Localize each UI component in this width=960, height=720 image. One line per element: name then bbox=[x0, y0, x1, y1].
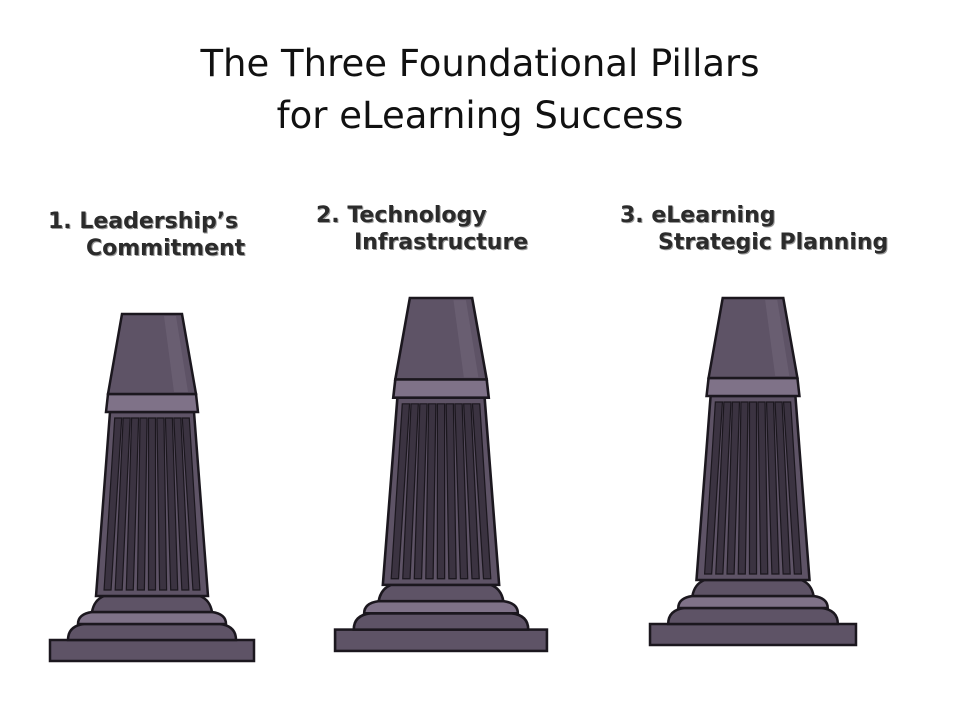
pillar-flute bbox=[471, 403, 492, 580]
pillar-2-number: 2. bbox=[316, 203, 340, 228]
pillar-2-label: 2. Technology Infrastructure bbox=[316, 202, 528, 256]
pillar-flute bbox=[715, 401, 732, 575]
pillar-shaft-highlight bbox=[453, 300, 479, 378]
pillar-base-upper bbox=[377, 583, 505, 603]
pillar-shaft-highlight bbox=[765, 300, 790, 376]
pillar-shaft-highlight bbox=[164, 316, 188, 392]
pillar-flute bbox=[125, 417, 140, 591]
pillar-flute bbox=[114, 417, 131, 591]
pillar-base-upper bbox=[90, 594, 214, 614]
pillar-flute bbox=[136, 417, 148, 591]
pillar-flute bbox=[774, 401, 791, 575]
pillar-2-label-line-1: Technology bbox=[347, 203, 487, 228]
pillar-3-column-icon bbox=[648, 296, 858, 647]
pillar-shaft bbox=[393, 296, 489, 381]
pillar-3-label: 3. eLearning Strategic Planning bbox=[620, 202, 888, 256]
slide-title: The Three Foundational Pillars for eLear… bbox=[0, 38, 960, 142]
pillar-flute bbox=[436, 403, 446, 580]
title-line-2: for eLearning Success bbox=[276, 94, 684, 137]
pillar-1-label: 1. Leadership’s Commitment bbox=[48, 208, 245, 262]
pillar-flute bbox=[181, 417, 201, 591]
pillar-plinth bbox=[648, 622, 858, 647]
pillar-collar bbox=[104, 392, 200, 414]
pillar-2-column-icon bbox=[333, 296, 549, 653]
pillar-3-number: 3. bbox=[620, 203, 644, 228]
pillar-base-lower bbox=[666, 606, 840, 626]
pillar-flute bbox=[703, 401, 724, 575]
pillar-flute bbox=[454, 403, 469, 580]
pillar-3-label-line-1: eLearning bbox=[651, 203, 776, 228]
pillar-plinth bbox=[48, 638, 256, 663]
pillar-flute bbox=[390, 403, 411, 580]
pillar-flute bbox=[173, 417, 190, 591]
pillar-base-torus bbox=[76, 610, 228, 626]
pillar-base-torus bbox=[362, 599, 520, 615]
pillar-flute bbox=[147, 417, 157, 591]
pillar-1-number: 1. bbox=[48, 209, 72, 234]
pillar-flute bbox=[103, 417, 123, 591]
pillar-flute bbox=[726, 401, 741, 575]
pillar-flute bbox=[737, 401, 749, 575]
pillar-flute bbox=[402, 403, 419, 580]
pillar-shaft bbox=[106, 312, 198, 396]
pillar-collar bbox=[391, 378, 491, 399]
pillar-plinth bbox=[333, 628, 549, 653]
pillar-flute bbox=[156, 417, 168, 591]
pillar-base-lower bbox=[352, 612, 530, 631]
pillar-1-column-icon bbox=[48, 312, 256, 663]
pillar-2-label-line-2: Infrastructure bbox=[354, 230, 529, 255]
title-line-1: The Three Foundational Pillars bbox=[200, 42, 760, 85]
pillar-3-label-line-2: Strategic Planning bbox=[658, 230, 889, 255]
pillar-flute bbox=[463, 403, 480, 580]
pillar-flute bbox=[748, 401, 758, 575]
pillar-flute bbox=[413, 403, 428, 580]
pillar-shaft bbox=[707, 296, 799, 380]
pillar-base-lower bbox=[66, 622, 238, 642]
pillar-flute bbox=[445, 403, 457, 580]
pillar-flute bbox=[425, 403, 437, 580]
pillar-base-torus bbox=[677, 594, 829, 610]
pillar-1-label-line-1: Leadership’s bbox=[79, 209, 239, 234]
pillar-flute bbox=[765, 401, 780, 575]
pillar-flute bbox=[757, 401, 769, 575]
pillar-1-label-line-2: Commitment bbox=[86, 236, 246, 261]
pillar-base-upper bbox=[690, 578, 816, 598]
pillar-collar bbox=[705, 376, 801, 398]
pillar-flute bbox=[782, 401, 803, 575]
pillar-flute bbox=[164, 417, 179, 591]
